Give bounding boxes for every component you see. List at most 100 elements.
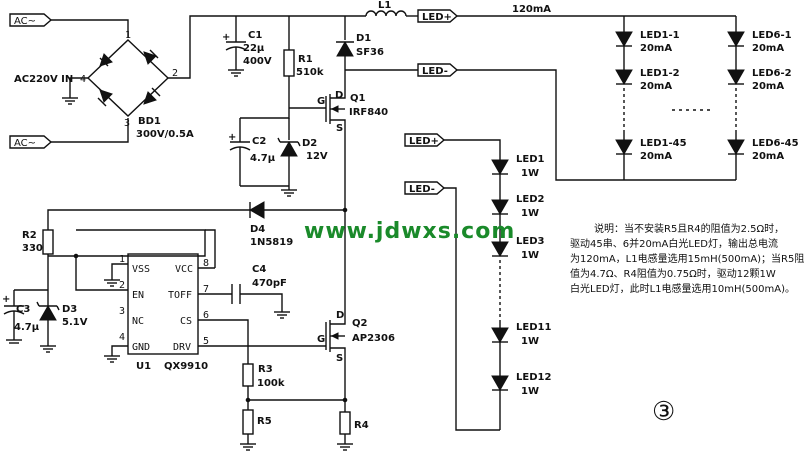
- l1-ref: L1: [378, 0, 391, 11]
- mosfet-q2: G D S Q2 AP2306: [317, 210, 395, 412]
- r3-ref: R3: [258, 364, 273, 375]
- mosfet-q1: G D S Q1 IRF840: [317, 90, 388, 210]
- diode-d4: D4 1N5819: [47, 201, 345, 248]
- u1-pin2-name: EN: [132, 290, 144, 301]
- note-line-4: 值为4.7Ω、R4阻值为0.75Ω时，驱动12颗1W: [570, 267, 776, 280]
- led12-label: LED12: [516, 372, 551, 383]
- vcc-pin8-wire: [205, 229, 216, 268]
- ic-u1: 1 2 3 4 VSS EN NC GND 8 7 6 5 VCC TOFF C…: [75, 253, 326, 372]
- u1-pin8-name: VCC: [175, 264, 193, 275]
- zener-d2: D2 12V: [277, 118, 328, 186]
- ground-symbol-c2: [281, 186, 297, 197]
- ground-symbol-d3: [40, 345, 56, 353]
- led6-45-label: LED6-45: [752, 138, 799, 149]
- led6-45-current: 20mA: [752, 151, 784, 162]
- u1-pin3-name: NC: [132, 316, 144, 327]
- q1-ref: Q1: [350, 93, 366, 104]
- note-line-1: 说明：当不安装R5且R4的阻值为2.5Ω时，: [594, 222, 784, 235]
- u1-pin8-num: 8: [203, 258, 209, 269]
- ac-connector-top: AC~: [9, 13, 129, 38]
- watermark-text: www.jdwxs.com: [304, 219, 515, 244]
- capacitor-c4: C4 470pF: [231, 264, 290, 319]
- bd1-ref: BD1: [138, 116, 161, 127]
- c1-voltage: 400V: [243, 56, 272, 67]
- d1-value: SF36: [356, 47, 384, 58]
- led-plus-connector-top: LED+: [417, 9, 459, 23]
- q1-drain-label: D: [335, 90, 343, 101]
- dc-bus-wire: [168, 15, 345, 79]
- led2-label: LED2: [516, 194, 545, 205]
- d4-value: 1N5819: [250, 237, 293, 248]
- led-minus-connector-top: LED-: [417, 63, 459, 77]
- d3-ref: D3: [62, 304, 77, 315]
- u1-pin1-num: 1: [119, 254, 125, 265]
- ac-bottom-label: AC~: [14, 138, 36, 149]
- led1-2-current: 20mA: [640, 81, 672, 92]
- svg-text:+: +: [222, 32, 230, 43]
- r2-value: 330: [22, 243, 43, 254]
- zener-d3: D3 5.1V: [36, 290, 88, 346]
- u1-pin4-num: 4: [119, 332, 125, 343]
- c4-value: 470pF: [252, 278, 287, 289]
- bd1-rating: 300V/0.5A: [136, 129, 194, 140]
- capacitor-c3: + C3 4.7μ: [2, 290, 40, 344]
- resistor-r2: R2 330: [22, 229, 54, 290]
- led1-label: LED1: [516, 154, 545, 165]
- bd1-pin-4: 4: [80, 74, 86, 85]
- note-line-5: 白光LED灯，此时L1电感量选用10mH(500mA)。: [570, 282, 795, 295]
- c4-ref: C4: [252, 264, 266, 275]
- led1-45-label: LED1-45: [640, 138, 687, 149]
- c1-capacitance: 22μ: [243, 43, 265, 54]
- u1-pin3-num: 3: [119, 306, 125, 317]
- led-plus-top-label: LED+: [422, 12, 452, 23]
- note-line-2: 驱动45串、6并20mA白光LED灯，输出总电流: [570, 237, 778, 250]
- q2-drain-label: D: [336, 310, 344, 321]
- led1-1-current: 20mA: [640, 43, 672, 54]
- resistor-r1: R1 510k: [283, 16, 324, 108]
- led1-2-label: LED1-2: [640, 68, 680, 79]
- resistor-r4: R4: [337, 411, 369, 451]
- figure-number: ③: [652, 397, 675, 427]
- u1-pin2-num: 2: [119, 280, 125, 291]
- q2-source-label: S: [336, 353, 343, 364]
- u1-pin5-name: DRV: [173, 342, 191, 353]
- led6-1-current: 20mA: [752, 43, 784, 54]
- ac-input-label: AC220V IN: [14, 74, 73, 85]
- u1-pin5-num: 5: [203, 336, 209, 347]
- ac-top-label: AC~: [14, 16, 36, 27]
- led-minus-bottom-label: LED-: [409, 184, 435, 195]
- diode-d1: D1 SF36: [336, 16, 384, 92]
- led11-power: 1W: [521, 336, 539, 347]
- led-plus-bottom-label: LED+: [409, 136, 439, 147]
- u1-pin6-num: 6: [203, 310, 209, 321]
- capacitor-c2: + C2 4.7μ: [228, 118, 276, 186]
- q2-gate-label: G: [317, 334, 325, 345]
- r1-value: 510k: [296, 67, 324, 78]
- inductor-l1: L1: [345, 0, 418, 17]
- d2-ref: D2: [302, 138, 317, 149]
- led2-power: 1W: [521, 208, 539, 219]
- led6-2-label: LED6-2: [752, 68, 792, 79]
- u1-ref: U1: [136, 361, 151, 372]
- r1-ref: R1: [298, 54, 313, 65]
- u1-pin4-name: GND: [132, 342, 150, 353]
- led1-1-label: LED1-1: [640, 30, 680, 41]
- r3-value: 100k: [257, 378, 285, 389]
- d4-ref: D4: [250, 224, 265, 235]
- bd1-pin-3: 3: [124, 118, 130, 129]
- u1-pin7-name: TOFF: [168, 290, 192, 301]
- led6-1-label: LED6-1: [752, 30, 792, 41]
- u1-pin6-name: CS: [180, 316, 192, 327]
- u1-pin1-name: VSS: [132, 264, 150, 275]
- resistor-r3: R3 100k: [242, 363, 285, 410]
- led6-2-current: 20mA: [752, 81, 784, 92]
- svg-text:+: +: [2, 294, 10, 305]
- q2-part: AP2306: [352, 333, 395, 344]
- ac-connector-bottom: AC~: [9, 118, 129, 149]
- r2-ref: R2: [22, 230, 37, 241]
- c3-value: 4.7μ: [14, 322, 40, 333]
- q1-gate-label: G: [317, 96, 325, 107]
- c2-top-wire: [240, 108, 290, 119]
- u1-pin7-num: 7: [203, 284, 209, 295]
